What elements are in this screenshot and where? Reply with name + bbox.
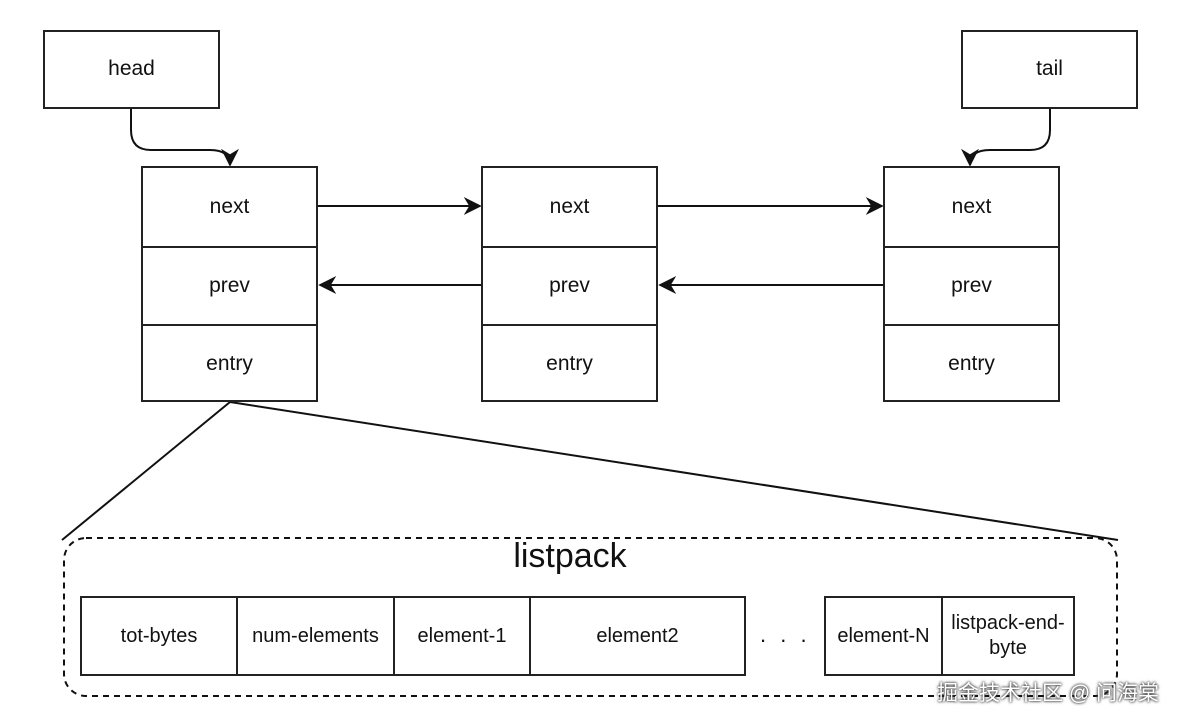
head-pointer: head bbox=[43, 30, 220, 109]
node-entry-field: entry bbox=[885, 324, 1058, 402]
listpack-cell-element-1: element-1 bbox=[393, 596, 531, 676]
node-prev-field: prev bbox=[885, 246, 1058, 324]
listpack-cell-tot-bytes: tot-bytes bbox=[80, 596, 238, 676]
listpack-ellipsis: . . . bbox=[760, 622, 811, 647]
quicklist-node-2: next prev entry bbox=[481, 166, 658, 402]
listpack-cell-element-n: element-N bbox=[824, 596, 943, 676]
tail-pointer: tail bbox=[961, 30, 1138, 109]
node-next-field: next bbox=[549, 195, 590, 218]
node-prev-field: prev bbox=[143, 246, 316, 324]
watermark-credit: 掘金技术社区 @ 问海棠 bbox=[937, 682, 1159, 705]
listpack-title: listpack bbox=[513, 537, 627, 575]
node-prev-field: prev bbox=[483, 246, 656, 324]
head-label: head bbox=[108, 57, 155, 81]
listpack-cell-element-2: element2 bbox=[529, 596, 746, 676]
listpack-cell-num-elements: num-elements bbox=[236, 596, 395, 676]
zoom-line-right bbox=[229, 401, 1119, 541]
zoom-line-left bbox=[61, 401, 231, 541]
node-entry-field: entry bbox=[483, 324, 656, 402]
node-next-field: next bbox=[951, 195, 992, 218]
head-pointer-arrow bbox=[130, 108, 239, 167]
listpack-container bbox=[63, 537, 1118, 697]
tail-pointer-arrow bbox=[961, 108, 1051, 167]
quicklist-node-3: next prev entry bbox=[883, 166, 1060, 402]
node-next-field: next bbox=[209, 195, 250, 218]
quicklist-node-1: next prev entry bbox=[141, 166, 318, 402]
tail-label: tail bbox=[1036, 57, 1063, 81]
node-entry-field: entry bbox=[143, 324, 316, 402]
listpack-cell-end-byte: listpack-end-byte bbox=[941, 596, 1075, 676]
